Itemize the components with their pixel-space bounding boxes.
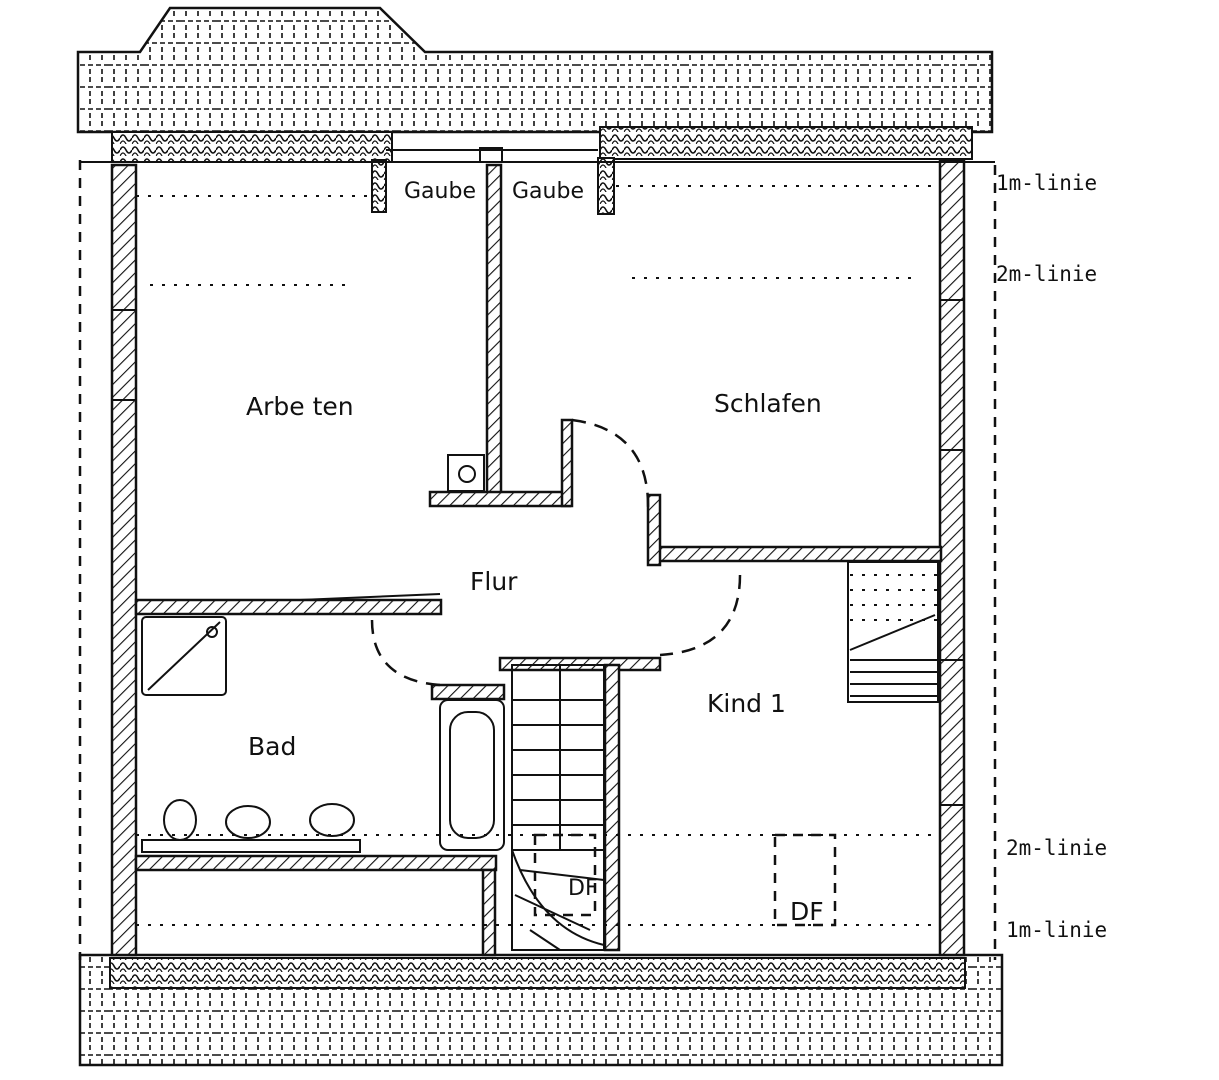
- skylight-df: [773, 833, 837, 927]
- stair-opening-dashed: [533, 833, 597, 917]
- shower-diagonal: [147, 621, 221, 691]
- insulation-gaube-right: [597, 157, 615, 215]
- outer-wall-left: [110, 163, 138, 957]
- vanity-counter: [141, 839, 361, 853]
- wall-door-stub: [560, 418, 574, 508]
- wall-stair-left: [481, 868, 497, 957]
- attic-stair-arrow: [849, 614, 936, 651]
- room-label-arbeiten: Arbe ten: [246, 392, 354, 421]
- door-swing-schlafen: [571, 418, 650, 511]
- side-label-2m-bottom: 2m-linie: [1006, 836, 1107, 860]
- room-label-bad: Bad: [248, 732, 296, 761]
- insulation-top-right: [599, 126, 973, 160]
- sink-right-icon: [309, 803, 355, 837]
- room-label-gaube-right: Gaube: [512, 179, 584, 204]
- room-label-gaube-left: Gaube: [404, 179, 476, 204]
- shower-tray: [141, 616, 227, 696]
- outer-wall-right: [938, 158, 966, 957]
- wall-schlafen-bottom: [654, 545, 943, 563]
- side-label-1m-bottom: 1m-linie: [1006, 918, 1107, 942]
- attic-stair: [847, 561, 939, 703]
- side-label-1m-top: 1m-linie: [996, 171, 1097, 195]
- room-label-kind: Kind 1: [707, 689, 786, 718]
- wall-arbeiten-bottom-right: [428, 490, 572, 508]
- insulation-top-left: [111, 131, 393, 163]
- wall-stair-right: [603, 663, 621, 952]
- door-swing-bad: [370, 619, 441, 687]
- chimney: [447, 454, 485, 492]
- room-label-flur: Flur: [470, 567, 518, 596]
- sink-left-icon: [225, 805, 271, 839]
- bathtub-inner: [449, 711, 495, 839]
- wall-bath-top: [430, 683, 506, 701]
- label-df-stair: DF: [568, 876, 598, 901]
- wall-schlafen-left-stub: [646, 493, 662, 567]
- chimney-flue-icon: [458, 465, 476, 483]
- wall-arbeiten-bad: [134, 598, 443, 616]
- label-df-skylight: DF: [790, 897, 824, 926]
- wall-bad-bottom: [134, 854, 498, 872]
- insulation-gaube-left: [371, 159, 387, 213]
- main-stair-winder: [511, 849, 605, 951]
- main-stair: [511, 664, 605, 951]
- door-swing-kind: [659, 574, 742, 657]
- main-stair-treads: [512, 699, 604, 851]
- shower-drain-icon: [206, 626, 218, 638]
- attic-stair-dots: [850, 574, 938, 621]
- wall-arbeiten-schlafen: [485, 163, 503, 497]
- room-label-schlafen: Schlafen: [714, 389, 822, 418]
- bathtub: [439, 699, 505, 851]
- roof-tiles-top: [76, 6, 994, 134]
- insulation-bottom: [109, 957, 966, 989]
- side-label-2m-top: 2m-linie: [996, 262, 1097, 286]
- door-leaf-flur: [299, 593, 441, 601]
- toilet-icon: [163, 799, 197, 841]
